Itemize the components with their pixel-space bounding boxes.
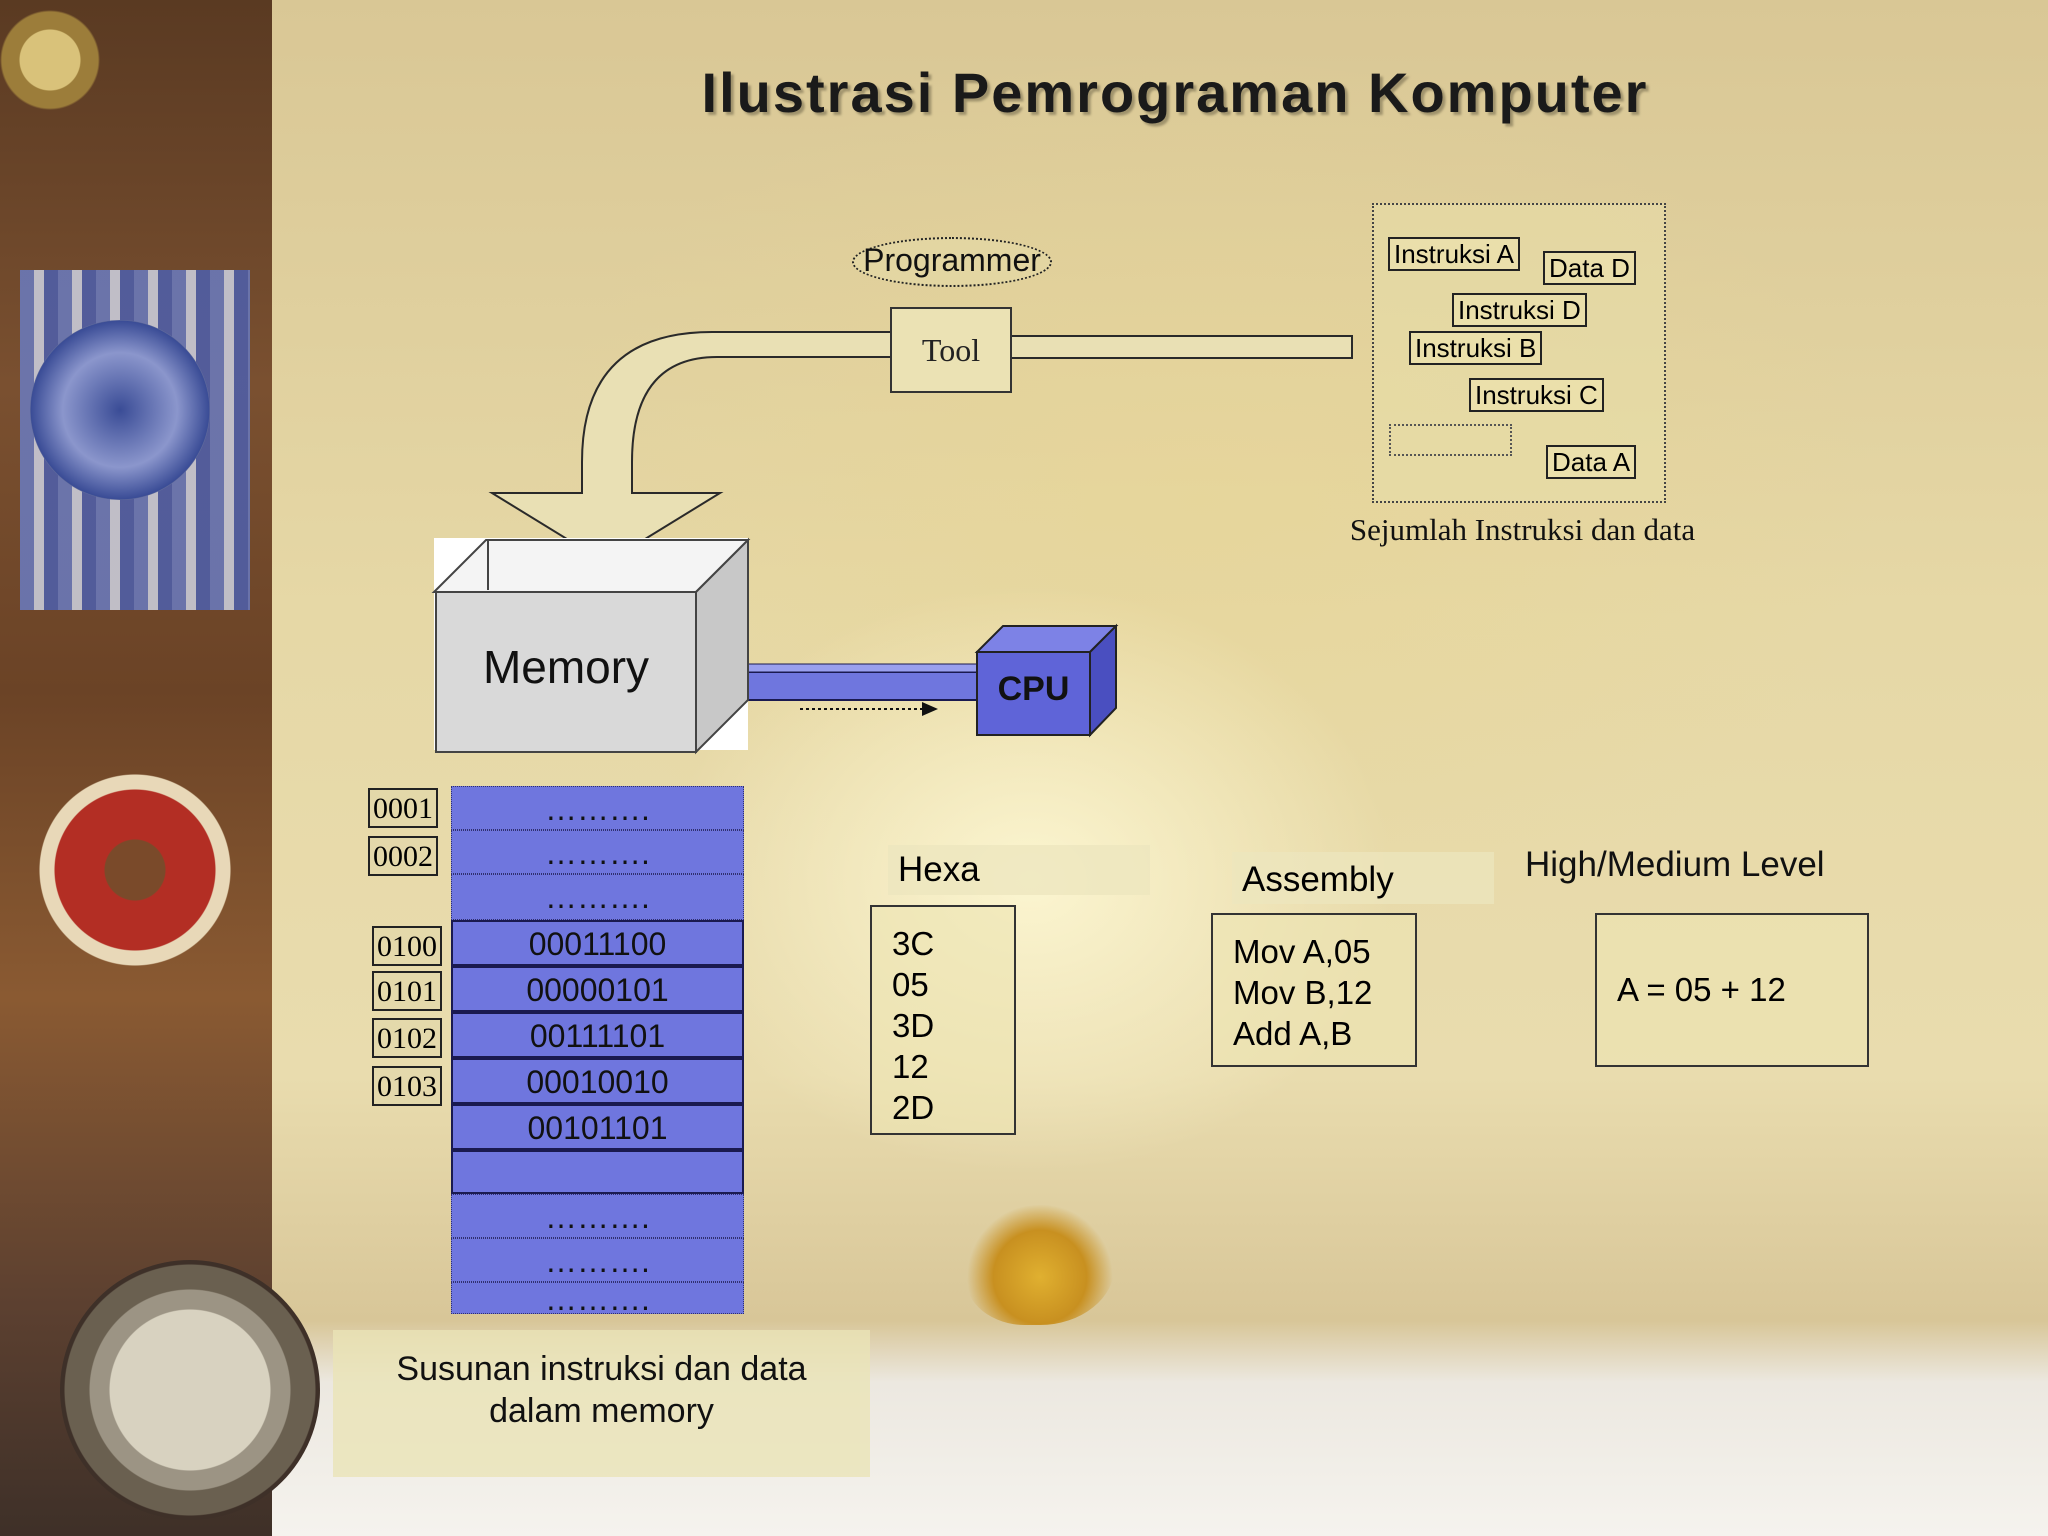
memory-cell-ellipsis: ………. [451, 874, 744, 920]
instruction-d: Instruksi D [1452, 293, 1587, 327]
memory-caption-line-1: Susunan instruksi dan data [396, 1350, 807, 1388]
leaf-decoration [965, 1205, 1115, 1325]
hexa-line: 3D [892, 1007, 935, 1044]
address-0102: 0102 [372, 1018, 442, 1058]
tool-connector [1009, 335, 1353, 359]
instruction-b: Instruksi B [1409, 331, 1543, 365]
memory-cell-0100: 00011100 [451, 920, 744, 966]
address-0001: 0001 [368, 788, 438, 828]
medal-cross-image [20, 740, 250, 1000]
address-0100: 0100 [372, 926, 442, 966]
memory-cell-ellipsis: ………. [451, 1282, 744, 1315]
instruction-c: Instruksi C [1469, 378, 1604, 412]
memory-caption-line-2: dalam memory [489, 1392, 714, 1430]
programmer-ellipse [852, 237, 1052, 287]
hexa-line: 2D [892, 1089, 935, 1126]
address-0101: 0101 [372, 971, 442, 1011]
assembly-code-box: Mov A,05 Mov B,12 Add A,B [1211, 913, 1417, 1067]
assembly-line: Mov A,05 [1233, 933, 1371, 970]
assembly-line: Mov B,12 [1233, 974, 1373, 1011]
memory-cell-0103: 00010010 [451, 1058, 744, 1104]
memory-cell-0101: 00000101 [451, 966, 744, 1012]
memory-cell-ellipsis: ………. [451, 830, 744, 874]
decorative-photo-strip [0, 0, 320, 1536]
memory-cell-ellipsis: ………. [451, 786, 744, 830]
memory-cell-next: 00101101 [451, 1104, 744, 1150]
instruction-pool-caption: Sejumlah Instruksi dan data [1349, 512, 1696, 547]
hexa-line: 3C [892, 925, 935, 962]
rosette-image [30, 320, 210, 500]
high-level-code-box: A = 05 + 12 [1595, 913, 1869, 1067]
memory-cell-empty [451, 1150, 744, 1194]
data-a: Data A [1546, 445, 1637, 479]
curved-arrow [488, 331, 893, 565]
address-0002: 0002 [368, 836, 438, 876]
hexa-label: Hexa [888, 845, 1150, 895]
high-level-code: A = 05 + 12 [1617, 971, 1786, 1008]
button-image [0, 10, 100, 110]
hexa-line: 05 [892, 966, 929, 1003]
memory-caption-box: Susunan instruksi dan data dalam memory [333, 1330, 870, 1477]
hexa-code-box: 3C 05 3D 12 2D [870, 905, 1016, 1135]
cpu-box-shape [974, 623, 1119, 738]
hexa-line: 12 [892, 1048, 929, 1085]
instruction-a: Instruksi A [1388, 237, 1520, 271]
memory-label: Memory [482, 641, 650, 693]
assembly-label: Assembly [1232, 852, 1494, 904]
slide-title: Ilustrasi Pemrograman Komputer [701, 61, 1649, 124]
tool-box: Tool [890, 307, 1012, 393]
programmer-label: Programmer [863, 242, 1041, 278]
data-d: Data D [1543, 251, 1636, 285]
memory-cpu-bus [724, 663, 992, 716]
memory-box-shape [431, 537, 751, 755]
address-0103: 0103 [372, 1066, 442, 1106]
cpu-label: CPU [997, 670, 1070, 708]
empty-slot [1389, 424, 1512, 456]
memory-cell-ellipsis: ………. [451, 1238, 744, 1282]
memory-cell-0102: 00111101 [451, 1012, 744, 1058]
assembly-line: Add A,B [1233, 1015, 1353, 1052]
compass-image [60, 1260, 320, 1520]
high-level-label: High/Medium Level [1525, 845, 1825, 884]
memory-cell-ellipsis: ………. [451, 1194, 744, 1238]
